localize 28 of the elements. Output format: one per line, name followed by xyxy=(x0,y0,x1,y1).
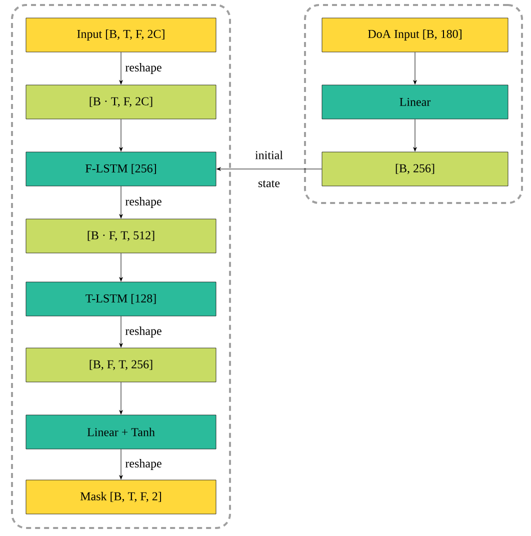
arrow xyxy=(413,52,417,84)
arrow xyxy=(216,167,322,171)
layer-box: F-LSTM [256] xyxy=(26,152,216,186)
arrow xyxy=(119,186,123,218)
arrow xyxy=(119,448,123,480)
edge-label: initial state xyxy=(255,150,283,188)
layer-box: [B · T, F, 2C] xyxy=(26,84,216,120)
arrow xyxy=(413,118,417,152)
layer-box: [B · F, T, 512] xyxy=(26,218,216,254)
edge-label: reshape xyxy=(125,459,162,470)
layer-box: [B, 256] xyxy=(322,152,508,186)
edge-label: reshape xyxy=(125,197,162,208)
layer-box: [B, F, T, 256] xyxy=(26,348,216,382)
dashed-group-frame xyxy=(304,4,523,204)
edge-label: reshape xyxy=(125,326,162,338)
layer-box: T-LSTM [128] xyxy=(26,282,216,316)
layer-box: Mask [B, T, F, 2] xyxy=(26,480,216,514)
arrow xyxy=(119,252,123,282)
dashed-group-frame xyxy=(11,4,231,529)
arrow xyxy=(119,316,123,348)
arrow xyxy=(119,382,123,414)
layer-box: Input [B, T, F, 2C] xyxy=(26,18,216,52)
arrow xyxy=(119,118,123,152)
layer-box: Linear + Tanh xyxy=(26,414,216,450)
layer-box: Linear xyxy=(322,84,508,120)
layer-box: DoA Input [B, 180] xyxy=(322,18,508,52)
arrow xyxy=(119,52,123,84)
edge-label: reshape xyxy=(125,63,162,74)
